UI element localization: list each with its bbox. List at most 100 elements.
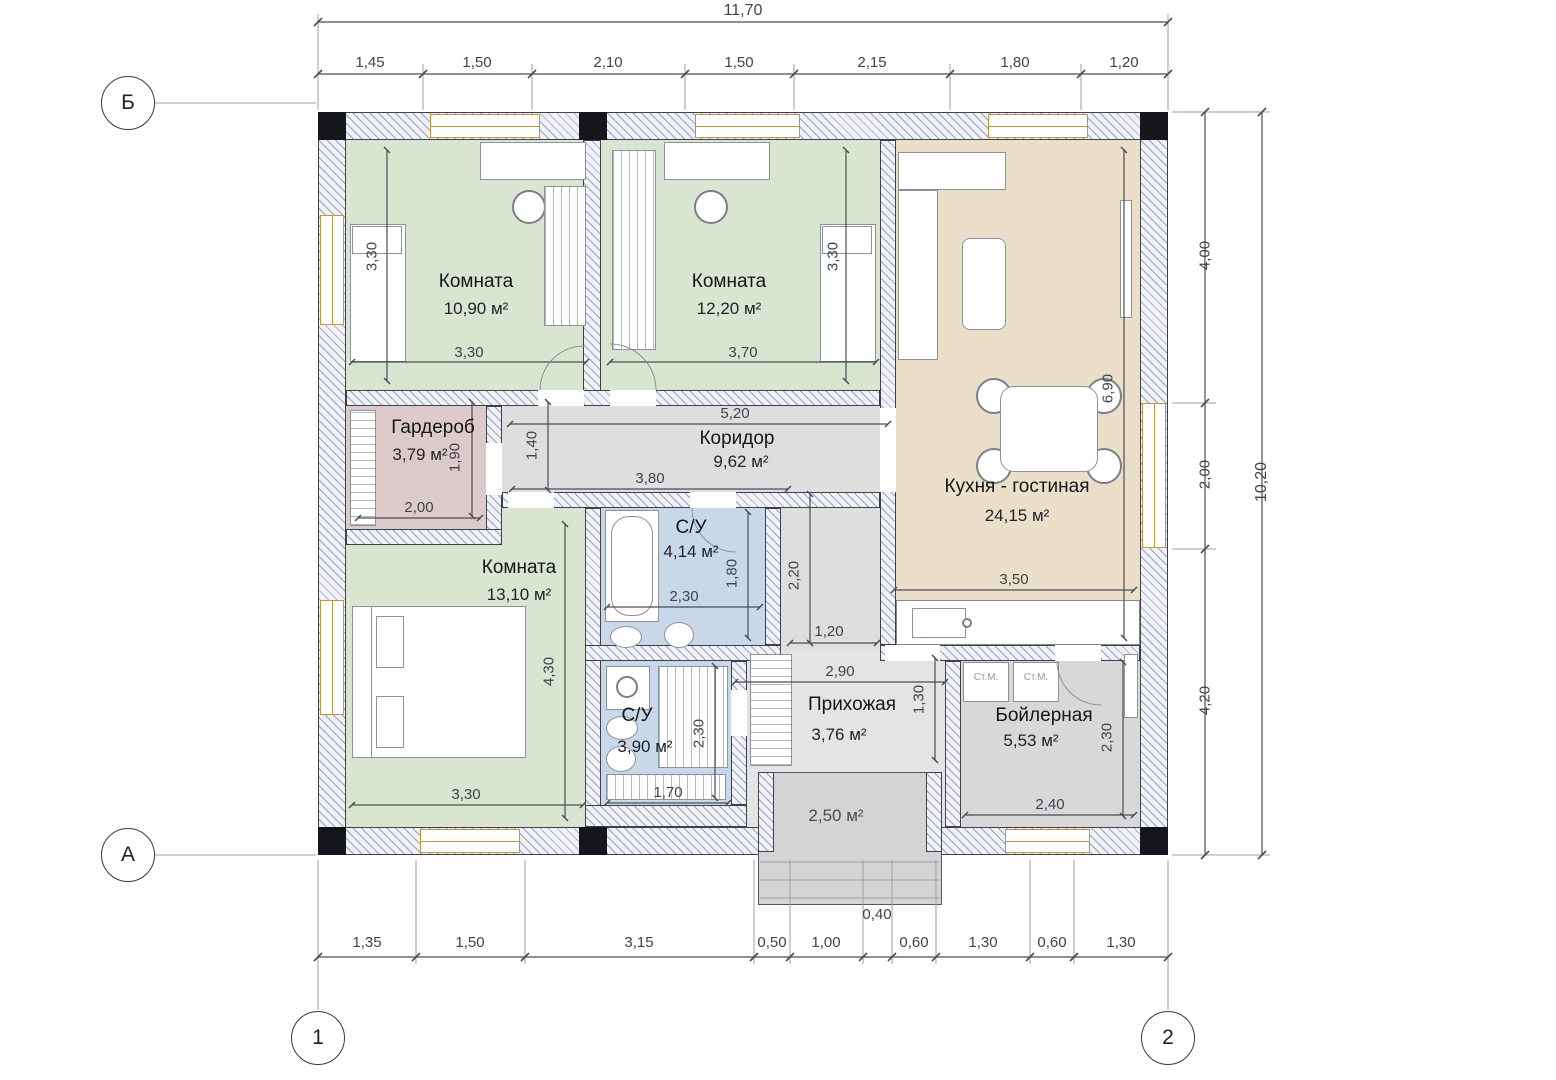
dim-corridor-width: 1,40	[523, 430, 541, 461]
desk	[664, 142, 770, 180]
dim-right-seg: 2,00	[1196, 459, 1214, 490]
room-label: Комната	[438, 271, 514, 292]
dim-garderob-width: 2,00	[404, 499, 434, 516]
axis-row-b: Б	[101, 76, 155, 130]
axis-col-1: 1	[291, 1011, 345, 1065]
room-label: Кухня - гостиная	[944, 476, 1090, 497]
dim-right-total: 10,20	[1253, 461, 1270, 503]
axis-col-2: 2	[1141, 1011, 1195, 1065]
bath-cabinet	[606, 774, 726, 800]
room-corridor-south	[780, 492, 880, 658]
dining-table	[1000, 386, 1098, 472]
dim-room1-height: 3,30	[363, 241, 381, 272]
wall-bedroom3-right	[585, 508, 601, 827]
room-area: 12,20 м²	[696, 299, 762, 318]
column-top-mid	[579, 112, 607, 140]
dim-top-seg: 1,50	[724, 54, 754, 71]
room-area: 5,53 м²	[1003, 731, 1059, 750]
washer-label: Ст.М.	[973, 672, 999, 683]
bathtub-inner	[611, 516, 653, 616]
room-bedroom3-top	[502, 508, 585, 545]
room-area: 4,14 м²	[663, 542, 719, 561]
door-bathroom1	[690, 492, 736, 508]
window-bedroom3-bottom	[420, 829, 520, 853]
toilet	[606, 746, 636, 772]
dim-bottom-seg: 1,30	[1106, 934, 1136, 951]
dim-bathroom1-width: 2,30	[669, 588, 699, 605]
porch	[758, 772, 942, 905]
coffee-table	[962, 238, 1006, 330]
opening-kitchen	[880, 408, 896, 492]
dim-hall-width: 1,20	[814, 623, 844, 640]
kitchen-sink	[912, 608, 966, 638]
dim-top-seg: 1,50	[462, 54, 492, 71]
window-kitchen-right	[1142, 403, 1166, 548]
toilet	[664, 622, 694, 648]
dim-bottom-seg: 0,50	[757, 934, 787, 951]
room-label: Прихожая	[807, 694, 897, 715]
dim-bottom-seg: 0,60	[899, 934, 929, 951]
dim-right-seg: 4,00	[1196, 240, 1214, 271]
porch-wall-left	[758, 772, 774, 852]
hall-wardrobe	[750, 654, 792, 766]
washer-label: Ст.М.	[1023, 672, 1049, 683]
room-area: 3,90 м²	[617, 737, 673, 756]
window-kitchen-top	[988, 114, 1088, 138]
headboard	[352, 606, 372, 758]
porch-wall-right	[926, 772, 942, 852]
dim-top-seg: 1,80	[1000, 54, 1030, 71]
dim-corridor-length2: 3,80	[635, 470, 665, 487]
faucet	[962, 618, 972, 628]
wardrobe-cabinet	[612, 150, 656, 350]
window-bedroom1-left	[320, 215, 344, 325]
chair	[512, 190, 546, 224]
desk	[480, 142, 586, 180]
dim-room2-width: 3,70	[728, 344, 758, 361]
window-bedroom2-top	[695, 114, 800, 138]
room-label: Гардероб	[391, 417, 475, 438]
door-bedroom3	[508, 492, 554, 508]
sofa	[898, 152, 1006, 190]
dim-bottom-seg: 1,30	[968, 934, 998, 951]
room-area: 9,62 м²	[713, 452, 769, 471]
room-area: 13,10 м²	[486, 585, 552, 604]
room-label: С/У	[621, 705, 653, 726]
sink	[610, 626, 642, 648]
window-boiler-bottom	[1005, 829, 1090, 853]
dim-room1-width: 3,30	[454, 344, 484, 361]
room-corridor	[502, 406, 880, 492]
dim-garderob-height: 1,90	[446, 442, 464, 473]
dim-room2-height: 3,30	[824, 241, 842, 272]
room-label: Коридор	[699, 428, 775, 449]
dim-kitchen-width: 3,50	[999, 571, 1029, 588]
room-area: 10,90 м²	[443, 299, 509, 318]
dim-top-seg: 1,45	[355, 54, 385, 71]
pillow	[376, 616, 404, 668]
dim-boiler-height: 2,30	[1098, 722, 1116, 753]
washing-machine	[963, 662, 1009, 702]
dim-bottom-seg: 1,35	[352, 934, 382, 951]
door-bathroom2	[731, 690, 747, 736]
washer-drum	[616, 676, 638, 698]
room-area: 3,79 м²	[392, 445, 448, 464]
opening-kitchen-hallway	[885, 645, 940, 661]
tv-unit	[1120, 200, 1132, 318]
column-bottom-right	[1140, 827, 1168, 855]
room-label: С/У	[675, 517, 707, 538]
wall-bathroom1-right	[765, 508, 781, 645]
axis-row-a: А	[101, 828, 155, 882]
shelving	[350, 410, 376, 526]
pillow	[376, 696, 404, 748]
window-bedroom1-top	[430, 114, 540, 138]
door-wardrobe	[486, 443, 502, 495]
washing-machine	[1013, 662, 1059, 702]
dim-top-total: 11,70	[723, 2, 763, 19]
door-boiler	[1055, 645, 1101, 661]
dim-bottom-seg: 1,50	[455, 934, 485, 951]
dim-bottom-seg: 0,60	[1037, 934, 1067, 951]
chair	[694, 190, 728, 224]
dim-bottom-offset: 0,40	[862, 906, 892, 923]
dim-room3-height: 4,30	[540, 656, 558, 687]
pillow	[352, 226, 402, 254]
